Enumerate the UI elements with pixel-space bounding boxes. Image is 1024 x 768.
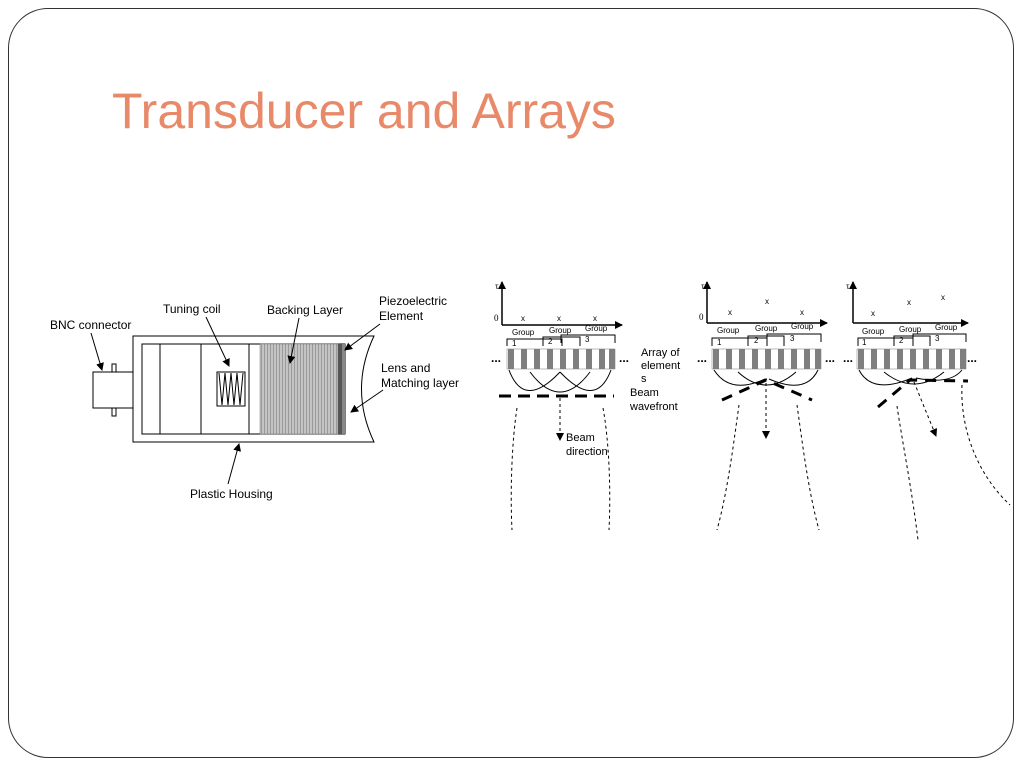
group-number: 2: [754, 336, 759, 345]
array-panel-focused: τ 0 x x x Group Group Group 1 2 3 ... ..…: [697, 281, 835, 531]
slide-title: Transducer and Arrays: [112, 83, 616, 139]
transducer-diagram: BNC connector Tuning coil Backing Layer …: [50, 294, 459, 501]
slide-frame: [8, 8, 1014, 758]
group-label: Group: [717, 326, 740, 335]
ellipsis-left: ...: [697, 351, 707, 365]
delay-mark: x: [521, 314, 525, 323]
ellipsis-left: ...: [843, 351, 853, 365]
bnc-connector-shape: [92, 363, 135, 417]
lens-label-line2: Matching layer: [381, 376, 459, 390]
piezoelectric-label-line1: Piezoelectric: [379, 294, 447, 308]
array-elements: [711, 348, 822, 370]
array-elements: [506, 348, 616, 370]
delay-mark: x: [593, 314, 597, 323]
delay-mark: x: [941, 293, 945, 302]
group-label: Group: [549, 326, 572, 335]
group-number: 3: [790, 334, 795, 343]
group-label: Group: [791, 322, 814, 331]
delay-mark: x: [557, 314, 561, 323]
ellipsis-right: ...: [619, 351, 629, 365]
group-label: Group: [899, 325, 922, 334]
piezoelectric-element-shape: [338, 344, 345, 434]
axis-tau: τ: [846, 281, 850, 291]
group-number: 3: [935, 334, 940, 343]
backing-layer-label: Backing Layer: [267, 303, 343, 317]
group-label: Group: [585, 324, 608, 333]
group-label: Group: [935, 323, 958, 332]
tuning-coil-shape: [216, 371, 246, 407]
array-elements: [856, 348, 967, 370]
tuning-coil-label: Tuning coil: [163, 302, 221, 316]
backing-layer-shape: [259, 343, 339, 435]
axis-zero: 0: [494, 313, 499, 323]
group-number: 1: [862, 338, 867, 347]
group-number: 1: [717, 338, 722, 347]
direction-label-line2: direction: [566, 446, 608, 458]
group-number: 2: [899, 336, 904, 345]
group-label: Group: [755, 324, 778, 333]
group-label: Group: [862, 327, 885, 336]
group-number: 1: [512, 339, 517, 348]
ellipsis-left: ...: [491, 351, 501, 365]
axis-zero: 0: [699, 312, 704, 322]
wavefront-label-line1: Beam: [630, 387, 659, 399]
delay-mark: x: [800, 308, 804, 317]
plastic-housing-label: Plastic Housing: [190, 487, 273, 501]
delay-mark: x: [728, 308, 732, 317]
group-number: 3: [585, 335, 590, 344]
axis-tau: τ: [701, 281, 705, 291]
axis-tau: τ: [495, 281, 499, 291]
delay-mark: x: [765, 297, 769, 306]
ellipsis-right: ...: [825, 351, 835, 365]
piezoelectric-label-line2: Element: [379, 309, 424, 323]
wavefront-label-line2: wavefront: [629, 401, 678, 413]
array-panel-straight: τ 0 x x x Group Group Group 1 2 3 ... ..…: [491, 281, 680, 531]
array-label-line3: s: [641, 373, 647, 385]
array-label-line1: Array of: [641, 347, 680, 359]
group-label: Group: [512, 328, 535, 337]
delay-mark: x: [871, 309, 875, 318]
array-label-line2: element: [641, 360, 680, 372]
ellipsis-right: ...: [967, 351, 977, 365]
direction-label-line1: Beam: [566, 432, 595, 444]
lens-label-line1: Lens and: [381, 361, 430, 375]
delay-mark: x: [907, 298, 911, 307]
bnc-connector-label: BNC connector: [50, 318, 131, 332]
group-number: 2: [548, 337, 553, 346]
array-panel-steered: τ x x x Group Group Group 1 2 3 ... ...: [843, 281, 1011, 541]
